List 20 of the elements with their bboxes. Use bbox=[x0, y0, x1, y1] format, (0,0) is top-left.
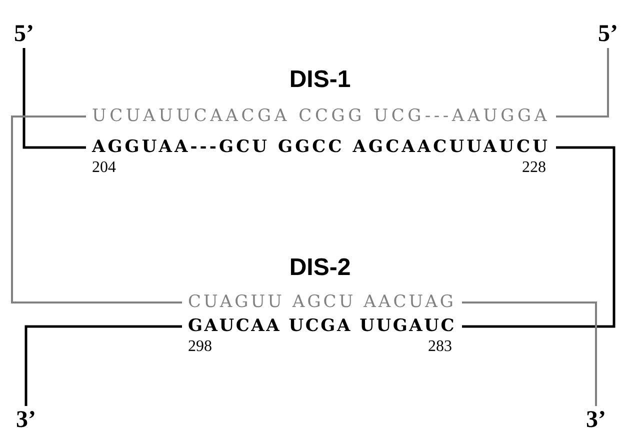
strand-end-label: 5’ bbox=[598, 22, 618, 46]
strand-end-label: 3’ bbox=[586, 408, 606, 432]
strand-end-label: 3’ bbox=[16, 408, 36, 432]
strand-line bbox=[22, 48, 86, 149]
rna-sequence: CUAGUU AGCU AACUAG bbox=[188, 294, 456, 311]
strand-line bbox=[462, 146, 616, 328]
strand-line bbox=[556, 48, 609, 118]
region-heading: DIS-1 bbox=[289, 68, 351, 92]
strand-line bbox=[11, 116, 182, 304]
nucleotide-position: 283 bbox=[428, 339, 452, 355]
nucleotide-position: 298 bbox=[188, 339, 212, 355]
rna-sequence: GAUCAA UCGA UUGAUC bbox=[188, 318, 456, 335]
nucleotide-position: 228 bbox=[522, 160, 546, 176]
rna-sequence: UCUAUUCAACGA CCGG UCG---AAUGGA bbox=[92, 108, 550, 125]
strand-line bbox=[462, 302, 597, 406]
region-heading: DIS-2 bbox=[289, 256, 351, 280]
rna-sequence: AGGUAA---GCU GGCC AGCAACUUAUCU bbox=[92, 139, 550, 156]
strand-line bbox=[24, 325, 182, 406]
nucleotide-position: 204 bbox=[92, 160, 116, 176]
strand-end-label: 5’ bbox=[14, 22, 34, 46]
